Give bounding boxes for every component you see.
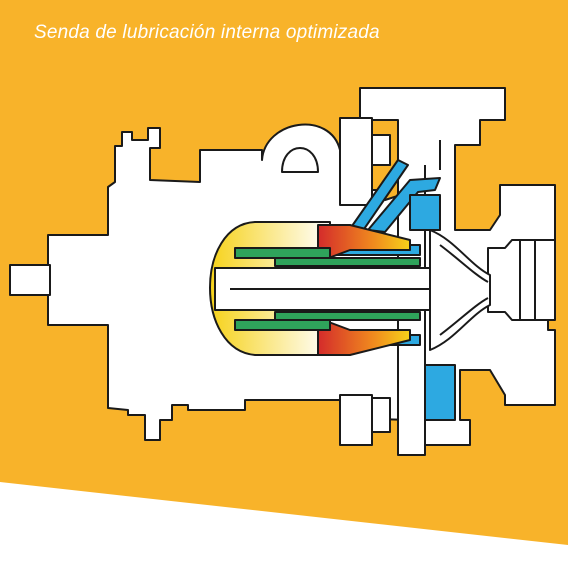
diagram-caption: Senda de lubricación interna optimizada xyxy=(34,22,380,43)
outer-magnet-lower xyxy=(234,319,331,331)
lubrication-channel-diagonal-2 xyxy=(367,177,441,233)
lubrication-channel-volute xyxy=(424,364,456,421)
impeller xyxy=(429,229,491,351)
lubrication-channel-front xyxy=(409,194,441,231)
suction-flange-lines xyxy=(519,240,536,320)
impeller-vanes xyxy=(439,244,489,336)
motor-shaft-stub xyxy=(9,264,51,296)
lifting-eye xyxy=(281,147,319,173)
outer-magnet-upper xyxy=(234,247,331,259)
inner-magnet-lower xyxy=(274,311,421,321)
heat-zone-lower xyxy=(317,317,411,356)
inner-magnet-upper xyxy=(274,257,421,267)
suction-nozzle xyxy=(487,239,556,321)
bearing-bracket-lower xyxy=(339,394,391,446)
